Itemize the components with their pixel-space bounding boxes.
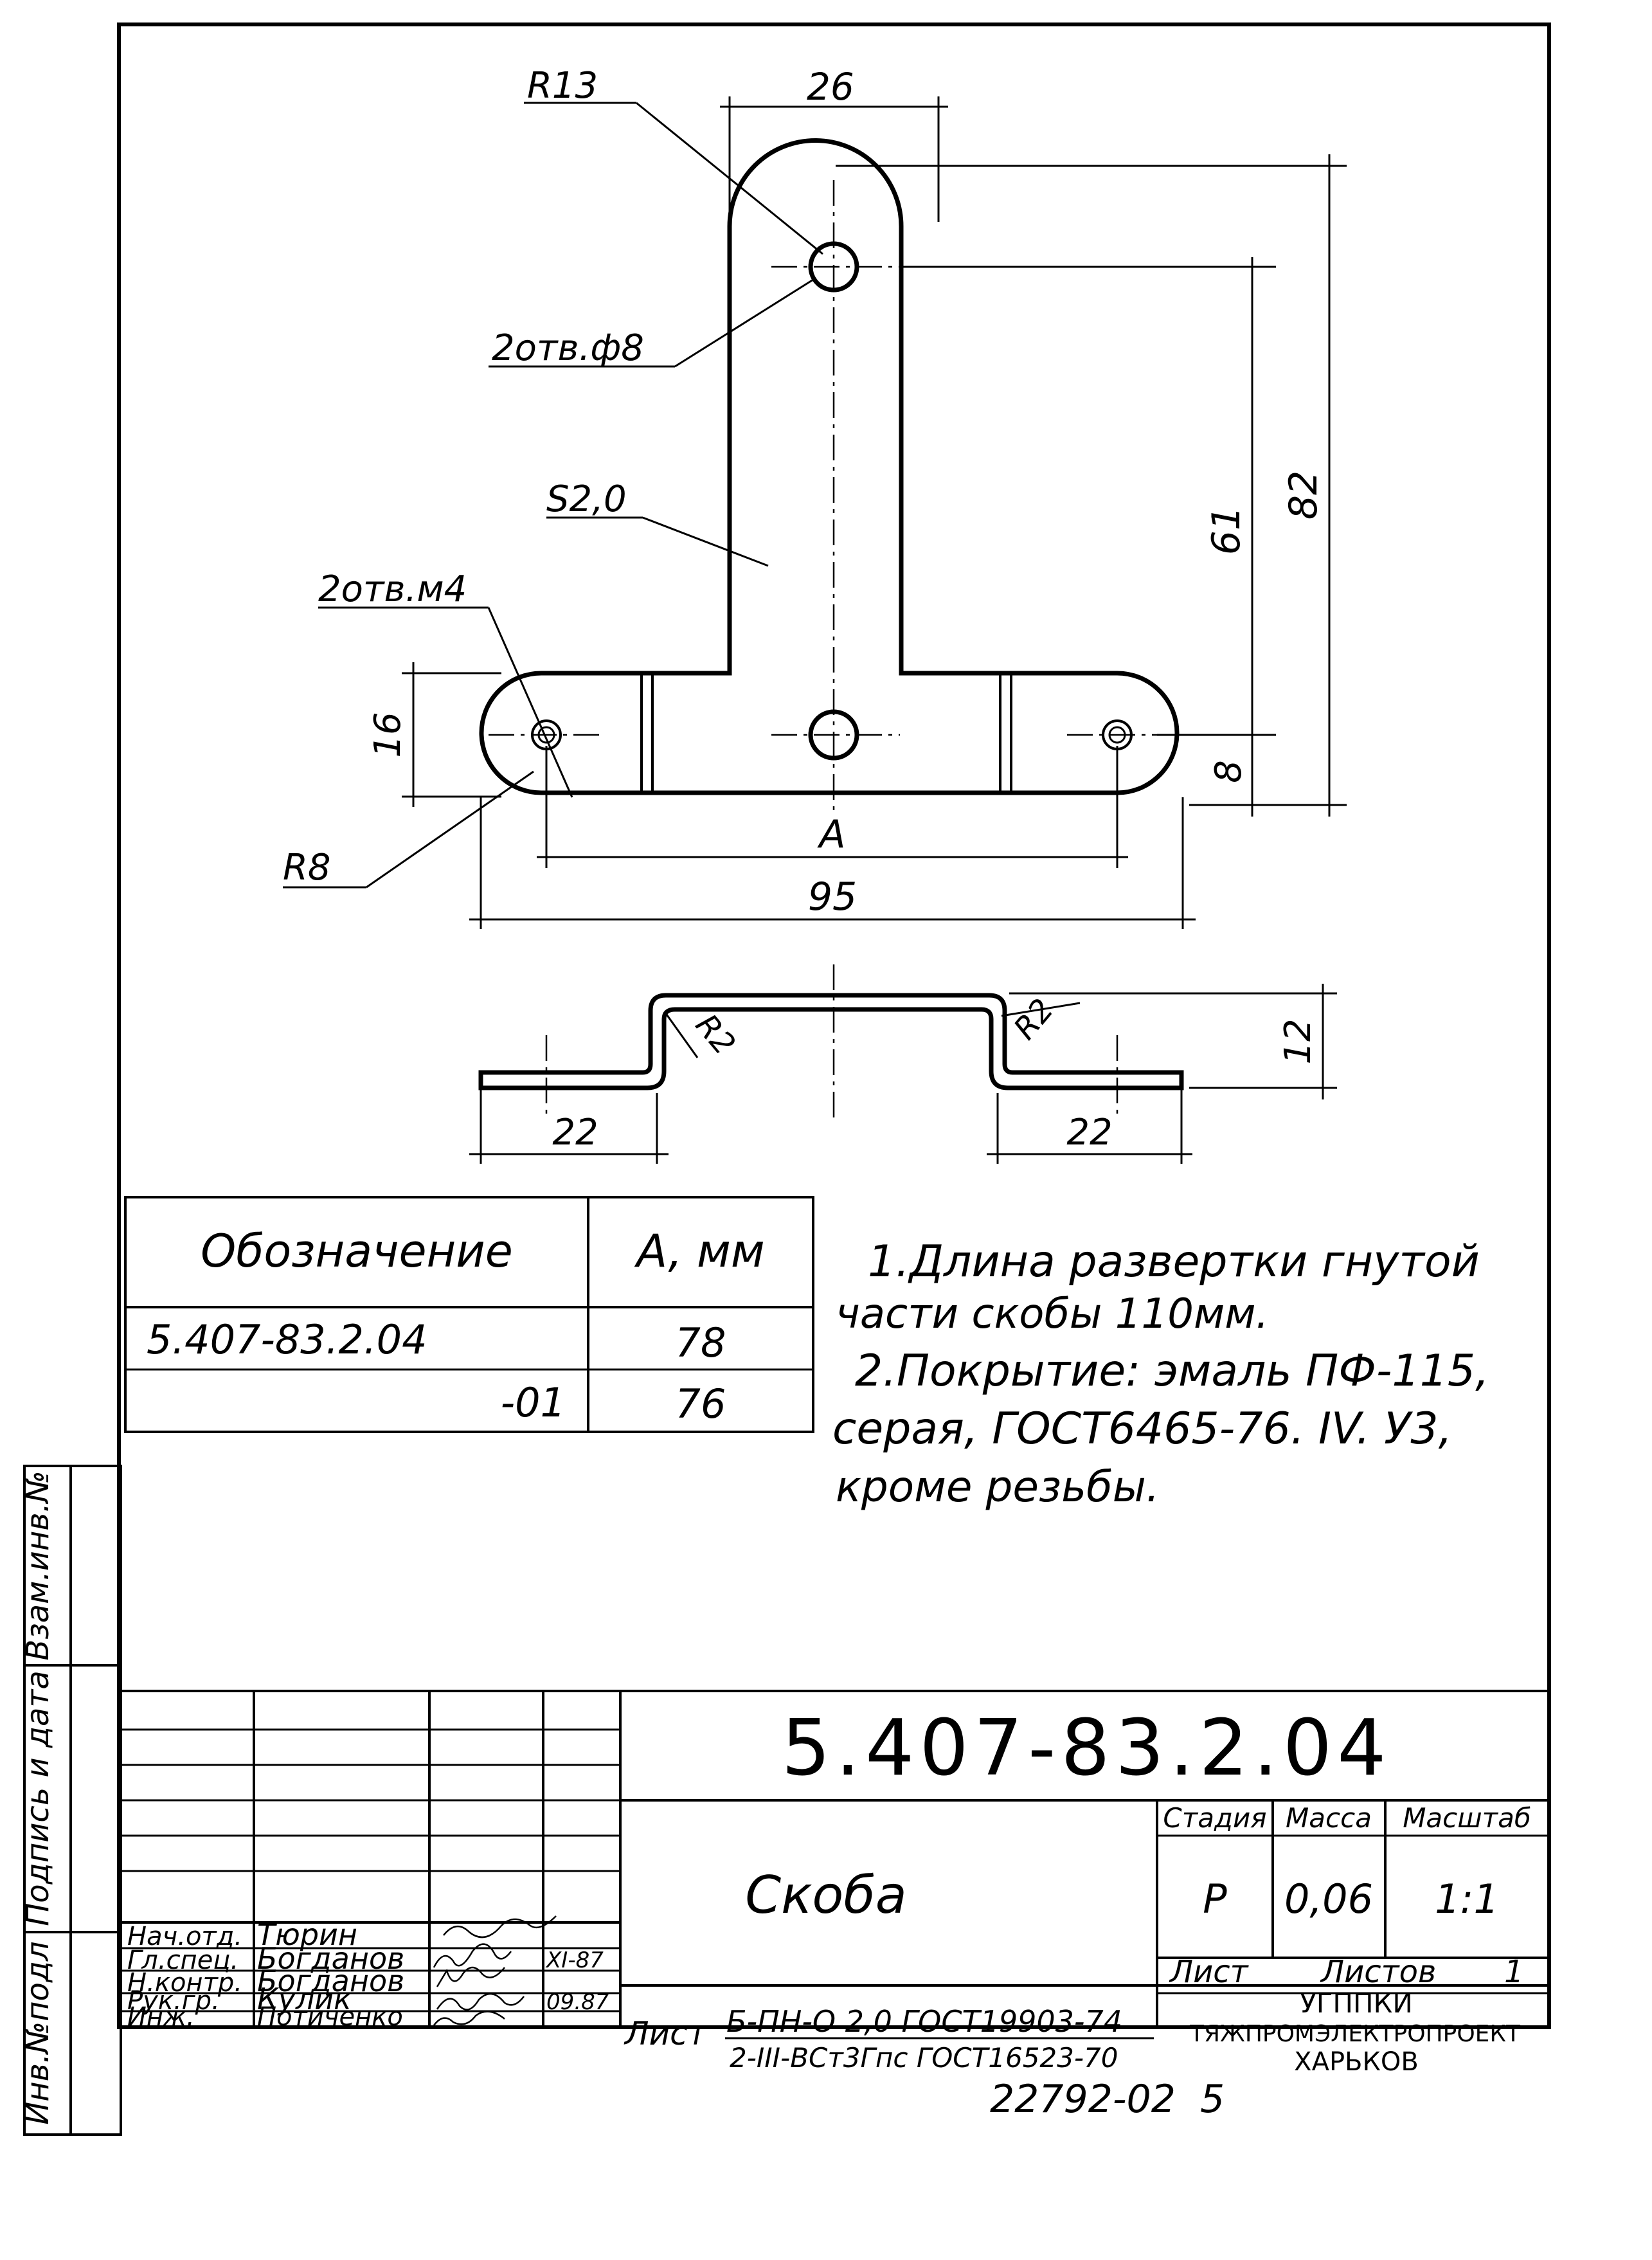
sheets-label: Листов xyxy=(1320,1954,1436,1990)
staff-role-2: Гл.спец. xyxy=(127,1946,238,1975)
staff-date-4: 09.87 xyxy=(546,1989,609,2015)
staff-name-1: Тюрин xyxy=(257,1917,357,1952)
staff-date-2: XI-87 xyxy=(545,1948,604,1973)
dim-holes-m4: 2отв.м4 xyxy=(318,568,467,610)
org-line-3: ХАРЬКОВ xyxy=(1294,2047,1419,2077)
staff-name-4: Кулик xyxy=(257,1982,352,2016)
mass-label: Масса xyxy=(1286,1802,1372,1834)
staff-role-1: Нач.отд. xyxy=(127,1922,242,1951)
dim-22-left: 22 xyxy=(552,1112,598,1153)
stamp-replace-inv: Взам.инв.№ xyxy=(20,1470,56,1660)
note-line-3: 2.Покрытие: эмаль ПФ-115, xyxy=(855,1346,1489,1397)
dim-8: 8 xyxy=(1208,760,1250,783)
dim-22-right: 22 xyxy=(1066,1112,1112,1153)
note-line-5: кроме резьбы. xyxy=(836,1462,1160,1512)
table-row2-a: 76 xyxy=(676,1380,726,1427)
dimension-labels: R13 26 2отв.ф8 S2,0 2отв.м4 16 R8 A 95 6… xyxy=(283,65,1326,1153)
material-line-2: 2-III-ВСт3Гпс ГОСТ16523-70 xyxy=(730,2042,1118,2074)
stage-value: Р xyxy=(1203,1876,1227,1922)
document-number: 5.407-83.2.04 xyxy=(782,1704,1392,1793)
table-row1-designation: 5.407-83.2.04 xyxy=(147,1316,427,1363)
archive-number: 22792-02 5 xyxy=(990,2077,1225,2122)
table-row1-a: 78 xyxy=(676,1319,726,1366)
dim-12: 12 xyxy=(1277,1018,1319,1064)
sheets-value: 1 xyxy=(1504,1954,1524,1990)
staff-role-5: Инж. xyxy=(127,2002,195,2032)
org-line-2: ТЯЖПРОМЭЛЕКТРОПРОЕКТ xyxy=(1189,2021,1521,2047)
stamp-sign-date: Подпись и дата xyxy=(20,1670,56,1926)
part-side-view xyxy=(469,964,1337,1164)
side-stamp: Взам.инв.№ Подпись и дата Инв.№подл xyxy=(20,1465,122,2136)
staff-name-3: Богданов xyxy=(257,1964,404,1998)
title-block: 5.407-83.2.04 Скоба Стадия Масса Масштаб… xyxy=(120,1690,1550,2077)
scale-label: Масштаб xyxy=(1403,1802,1531,1834)
table-header-designation: Обозначение xyxy=(201,1225,513,1278)
staff-name-5: Потиченко xyxy=(257,2002,403,2032)
dim-26: 26 xyxy=(807,65,854,109)
dim-16: 16 xyxy=(367,712,409,757)
part-plan-view xyxy=(283,96,1347,929)
sheet-label: Лист xyxy=(1169,1954,1250,1990)
scale-value: 1:1 xyxy=(1435,1876,1499,1922)
dim-r2-left: R2 xyxy=(688,1008,742,1062)
staff-name-2: Богданов xyxy=(257,1941,404,1976)
material-line-1: Б-ПН-О 2,0 ГОСТ19903-74 xyxy=(726,2004,1122,2039)
stamp-inv-orig: Инв.№подл xyxy=(20,1941,56,2124)
staff-role-3: Н.контр. xyxy=(127,1968,242,1998)
staff-role-4: Рук.гр. xyxy=(127,1986,220,2016)
dim-r13: R13 xyxy=(527,65,598,107)
note-line-1: 1.Длина развертки гнутой xyxy=(868,1236,1480,1287)
dim-95: 95 xyxy=(808,874,857,919)
dim-s20: S2,0 xyxy=(546,478,627,520)
note-line-4: серая, ГОСТ6465-76. IV. У3, xyxy=(832,1404,1452,1454)
material-prefix: Лист xyxy=(624,2015,708,2052)
org-line-1: УГППКИ xyxy=(1300,1987,1413,2019)
dim-61: 61 xyxy=(1204,506,1249,555)
table-header-a: A, мм xyxy=(634,1225,764,1278)
part-name: Скоба xyxy=(745,1865,906,1925)
signatures xyxy=(433,1915,557,2026)
dim-a: A xyxy=(816,812,845,857)
technical-notes: 1.Длина развертки гнутой части скобы 110… xyxy=(832,1236,1489,1512)
variants-table: Обозначение A, мм 5.407-83.2.04 78 -01 7… xyxy=(124,1196,814,1433)
note-line-2: части скобы 110мм. xyxy=(836,1290,1269,1338)
mass-value: 0,06 xyxy=(1284,1876,1373,1922)
table-row2-designation: -01 xyxy=(501,1379,566,1426)
dim-r8: R8 xyxy=(283,847,331,889)
dim-82: 82 xyxy=(1281,471,1326,520)
dim-r2-right: R2 xyxy=(1007,992,1061,1047)
dim-holes-8: 2отв.ф8 xyxy=(492,327,644,369)
stage-label: Стадия xyxy=(1163,1802,1266,1834)
